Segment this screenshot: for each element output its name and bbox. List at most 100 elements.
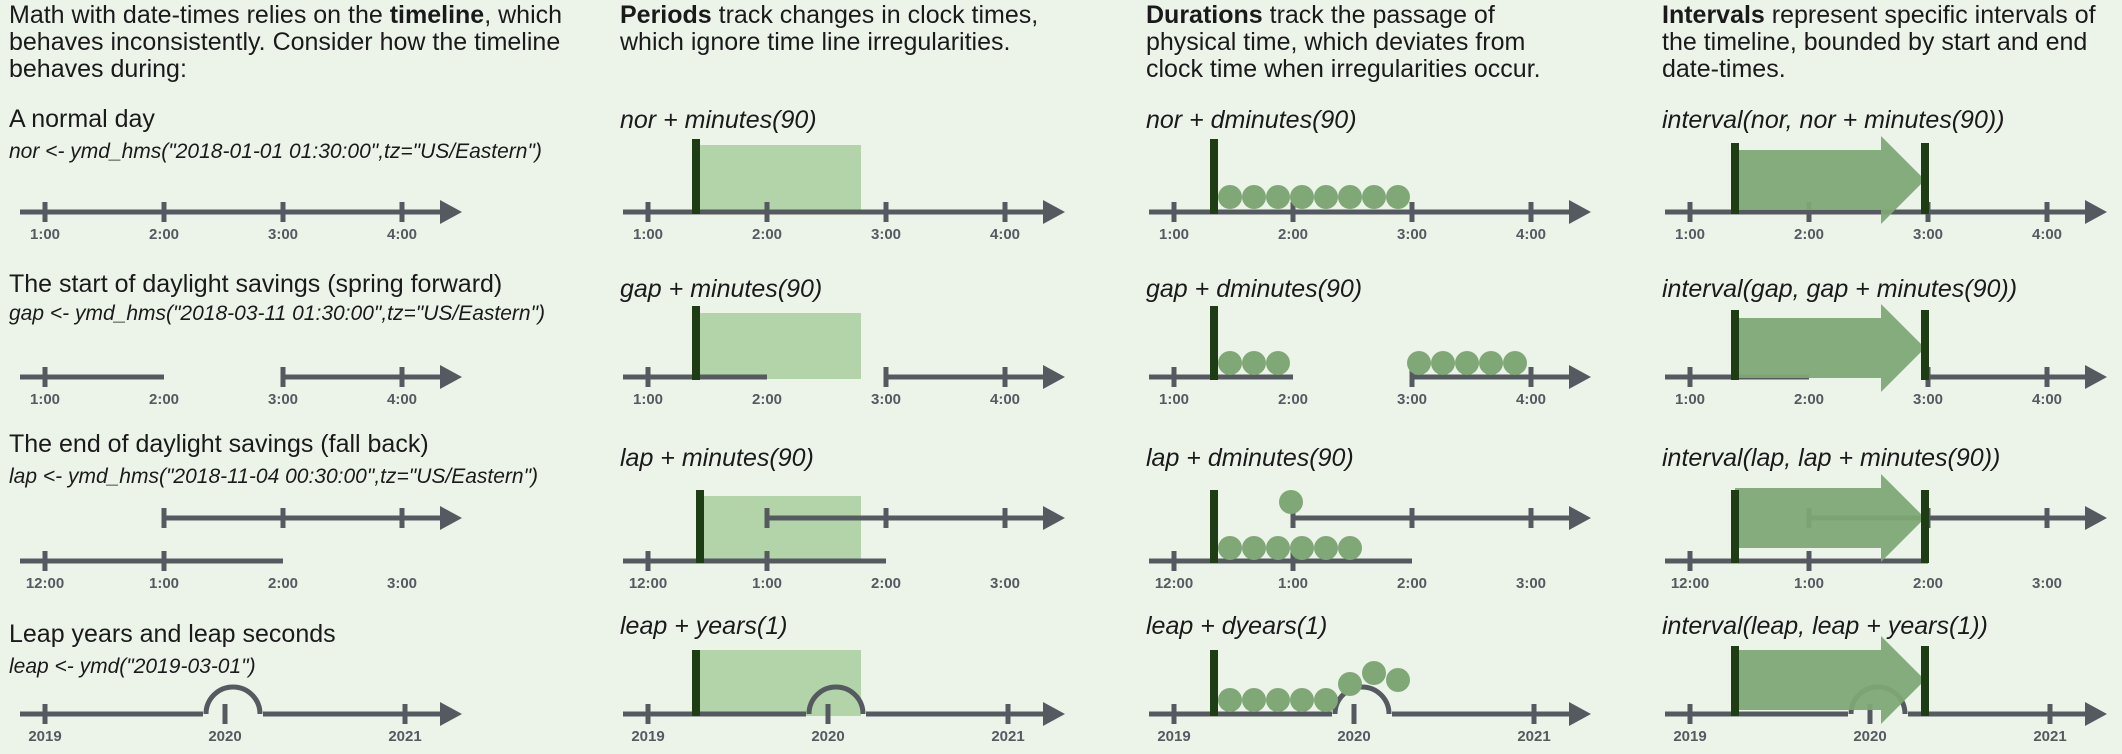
tick-label: 12:00	[629, 575, 667, 592]
tick-label: 1:00	[1159, 391, 1189, 408]
end-marker	[1921, 310, 1929, 380]
start-marker	[1731, 646, 1739, 716]
duration-label-fall: lap + dminutes(90)	[1146, 444, 1354, 472]
timeline-arrowhead	[1569, 702, 1591, 726]
duration-dot	[1362, 185, 1386, 209]
periods-header: Periods track changes in clock times, wh…	[620, 1, 1039, 56]
tick-label: 2019	[1157, 728, 1190, 745]
tick-label: 2020	[208, 728, 241, 745]
durations-header: Durations track the passage of physical …	[1146, 1, 1541, 83]
tick-label: 3:00	[387, 575, 417, 592]
period-shade	[696, 145, 861, 212]
duration-dot	[1362, 661, 1386, 685]
timeline-arrowhead	[1569, 200, 1591, 224]
timeline-arrowhead	[2085, 506, 2107, 530]
interval-label-leap: interval(leap, leap + years(1))	[1662, 612, 1988, 640]
duration-dot	[1479, 351, 1503, 375]
row-code-fall: lap <- ymd_hms("2018-11-04 00:30:00",tz=…	[9, 465, 539, 488]
period-label-spring: gap + minutes(90)	[620, 275, 823, 303]
tick-label: 2020	[811, 728, 844, 745]
timeline-arrowhead	[2085, 200, 2107, 224]
duration-dot	[1218, 688, 1242, 712]
tick-label: 3:00	[990, 575, 1020, 592]
interval-arrow	[1735, 474, 1925, 562]
timeline-arrowhead	[1043, 200, 1065, 224]
row-title-spring: The start of daylight savings (spring fo…	[9, 270, 503, 298]
timeline-arrowhead	[440, 365, 462, 389]
duration-dot	[1407, 351, 1431, 375]
duration-dot	[1338, 672, 1362, 696]
end-marker	[1921, 143, 1929, 214]
tick-label: 2:00	[752, 391, 782, 408]
start-marker	[1731, 143, 1739, 214]
duration-dot	[1266, 185, 1290, 209]
timeline-arrowhead	[440, 506, 462, 530]
interval-arrow	[1735, 136, 1925, 224]
row-code-spring: gap <- ymd_hms("2018-03-11 01:30:00",tz=…	[9, 302, 546, 325]
duration-dot	[1455, 351, 1479, 375]
tick-label: 4:00	[1516, 226, 1546, 243]
tick-label: 2:00	[752, 226, 782, 243]
duration-dot	[1314, 688, 1338, 712]
end-marker	[1921, 490, 1929, 563]
interval-label-spring: interval(gap, gap + minutes(90))	[1662, 275, 2018, 303]
duration-dot	[1290, 688, 1314, 712]
tick-label: 2:00	[871, 575, 901, 592]
tick-label: 2:00	[1278, 226, 1308, 243]
tick-label: 3:00	[1913, 226, 1943, 243]
timeline-arrowhead	[1569, 506, 1591, 530]
duration-dot	[1338, 536, 1362, 560]
tick-label: 4:00	[2032, 391, 2062, 408]
interval-label-fall: interval(lap, lap + minutes(90))	[1662, 444, 2001, 472]
start-marker	[1210, 650, 1218, 716]
tick-label: 4:00	[1516, 391, 1546, 408]
timeline-arrowhead	[2085, 365, 2107, 389]
start-marker	[692, 650, 700, 716]
start-marker	[1210, 139, 1218, 214]
duration-dot	[1503, 351, 1527, 375]
leap-day-bump	[806, 684, 866, 715]
duration-dot	[1242, 351, 1266, 375]
tick-label: 2:00	[1794, 226, 1824, 243]
tick-label: 3:00	[871, 226, 901, 243]
start-marker	[692, 139, 700, 214]
tick-label: 4:00	[387, 226, 417, 243]
tick-label: 4:00	[990, 226, 1020, 243]
timeline-arrowhead	[440, 702, 462, 726]
period-label-leap: leap + years(1)	[620, 612, 788, 640]
interval-arrow	[1735, 304, 1925, 392]
duration-dot	[1386, 668, 1410, 692]
duration-dot	[1218, 536, 1242, 560]
tick-label: 4:00	[990, 391, 1020, 408]
tick-label: 12:00	[1155, 575, 1193, 592]
duration-dot	[1266, 536, 1290, 560]
tick-label: 12:00	[26, 575, 64, 592]
start-marker	[1731, 310, 1739, 380]
tick-label: 3:00	[1397, 226, 1427, 243]
tick-label: 3:00	[1913, 391, 1943, 408]
tick-label: 2:00	[268, 575, 298, 592]
timeline-arrowhead	[2085, 702, 2107, 726]
tick-label: 2019	[28, 728, 61, 745]
tick-label: 2020	[1853, 728, 1886, 745]
tick-label: 1:00	[1675, 391, 1705, 408]
duration-dot	[1290, 185, 1314, 209]
tick-label: 3:00	[871, 391, 901, 408]
period-shade	[696, 313, 861, 379]
duration-dot	[1279, 490, 1303, 514]
timeline-arrowhead	[1569, 365, 1591, 389]
tick-label: 2019	[631, 728, 664, 745]
tick-label: 1:00	[752, 575, 782, 592]
leap-day-bump	[203, 684, 263, 715]
period-shade	[700, 496, 861, 563]
period-label-normal: nor + minutes(90)	[620, 106, 817, 134]
duration-dot	[1218, 351, 1242, 375]
tick-label: 2021	[2033, 728, 2066, 745]
duration-dot	[1431, 351, 1455, 375]
end-marker	[1921, 646, 1929, 716]
tick-label: 1:00	[1159, 226, 1189, 243]
period-label-fall: lap + minutes(90)	[620, 444, 814, 472]
row-title-fall: The end of daylight savings (fall back)	[9, 430, 429, 458]
duration-dot	[1266, 688, 1290, 712]
duration-dot	[1266, 351, 1290, 375]
